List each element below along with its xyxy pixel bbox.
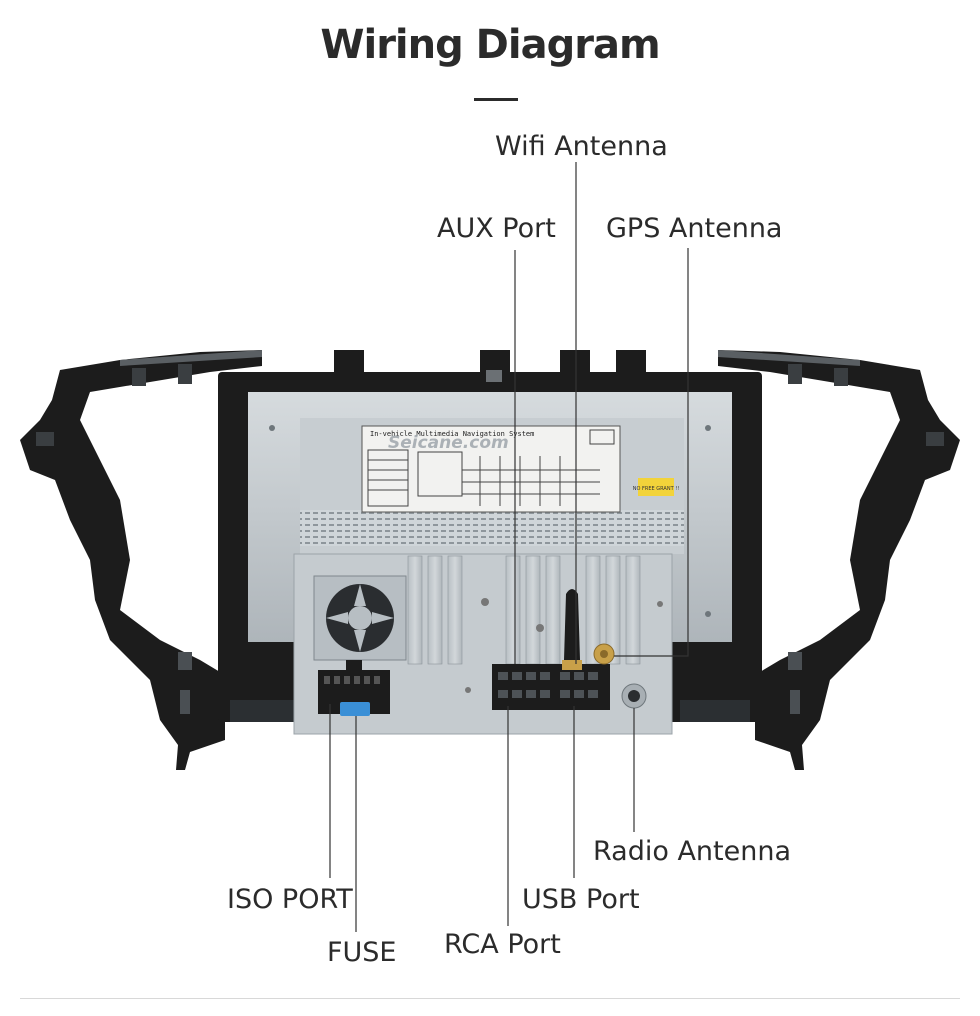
- fuse: [340, 702, 370, 716]
- page-title: Wiring Diagram: [320, 22, 660, 68]
- gps-leader-line: [614, 248, 689, 657]
- left-mounting-bracket: [20, 350, 262, 770]
- label-wifi-antenna: Wifi Antenna: [495, 131, 668, 162]
- rca-usb-connectors: [492, 664, 610, 710]
- cooling-fan: [313, 575, 407, 661]
- radio-antenna-socket: [621, 683, 647, 709]
- leader-lines: [329, 162, 689, 932]
- label-usb-port: USB Port: [522, 884, 640, 915]
- right-mounting-bracket: [718, 350, 960, 770]
- label-radio-antenna: Radio Antenna: [593, 836, 792, 867]
- model-sticker: In-vehicle Multimedia Navigation System …: [361, 425, 621, 513]
- label-aux-port: AUX Port: [437, 213, 556, 244]
- label-rca-port: RCA Port: [444, 929, 561, 960]
- warning-tag-text: NO FREE GRANT !!: [633, 486, 679, 492]
- label-iso-port: ISO PORT: [227, 884, 353, 915]
- gps-connector: [593, 643, 615, 665]
- title-underline: [474, 98, 518, 101]
- label-fuse: FUSE: [327, 937, 397, 968]
- warning-tag: NO FREE GRANT !!: [633, 478, 679, 496]
- sticker-subtitle: In-vehicle Multimedia Navigation System: [370, 430, 534, 438]
- label-gps-antenna: GPS Antenna: [606, 213, 783, 244]
- sticker-watermark: Seicane.com: [388, 433, 509, 453]
- footer-divider: [20, 998, 960, 999]
